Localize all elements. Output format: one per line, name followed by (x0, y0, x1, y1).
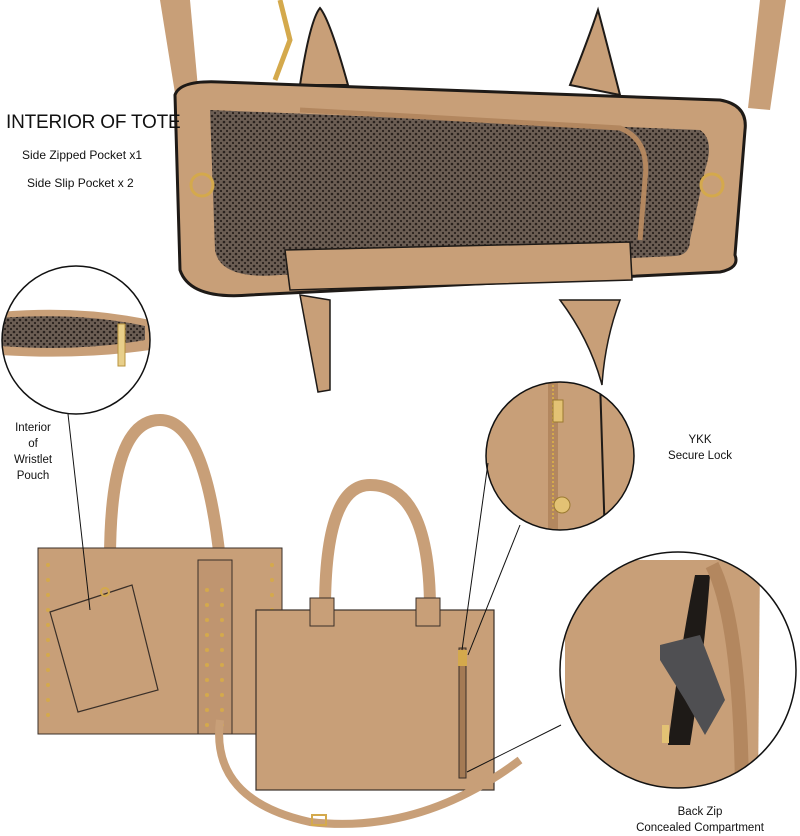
ykk-lock-detail (485, 381, 635, 531)
wristlet-interior-detail (1, 265, 151, 415)
callout-line: Back Zip (677, 806, 723, 818)
feature-slip-pocket: Side Slip Pocket x 2 (27, 176, 134, 190)
callout-lines (67, 413, 562, 773)
callout-back-zip-label: Back Zip Concealed Compartment (610, 804, 790, 836)
callout-ykk-label: YKK Secure Lock (650, 432, 750, 464)
callout-line: Concealed Compartment (636, 822, 764, 834)
callout-line: Secure Lock (668, 450, 732, 462)
callout-line: Pouch (16, 470, 50, 482)
feature-zipped-pocket: Side Zipped Pocket x1 (22, 148, 143, 162)
callout-line: YKK (688, 434, 712, 446)
callout-line: Wristlet (13, 454, 53, 466)
back-zip-detail (559, 551, 797, 789)
tote-top-view (160, 0, 786, 393)
callout-line: of (28, 438, 38, 450)
plain-tote-back (215, 478, 523, 828)
studded-tote-front (37, 413, 283, 735)
callout-line: Interior (15, 422, 51, 434)
callout-wristlet-label: Interior of Wristlet Pouch (8, 420, 58, 484)
interior-title: INTERIOR OF TOTE (6, 112, 181, 133)
